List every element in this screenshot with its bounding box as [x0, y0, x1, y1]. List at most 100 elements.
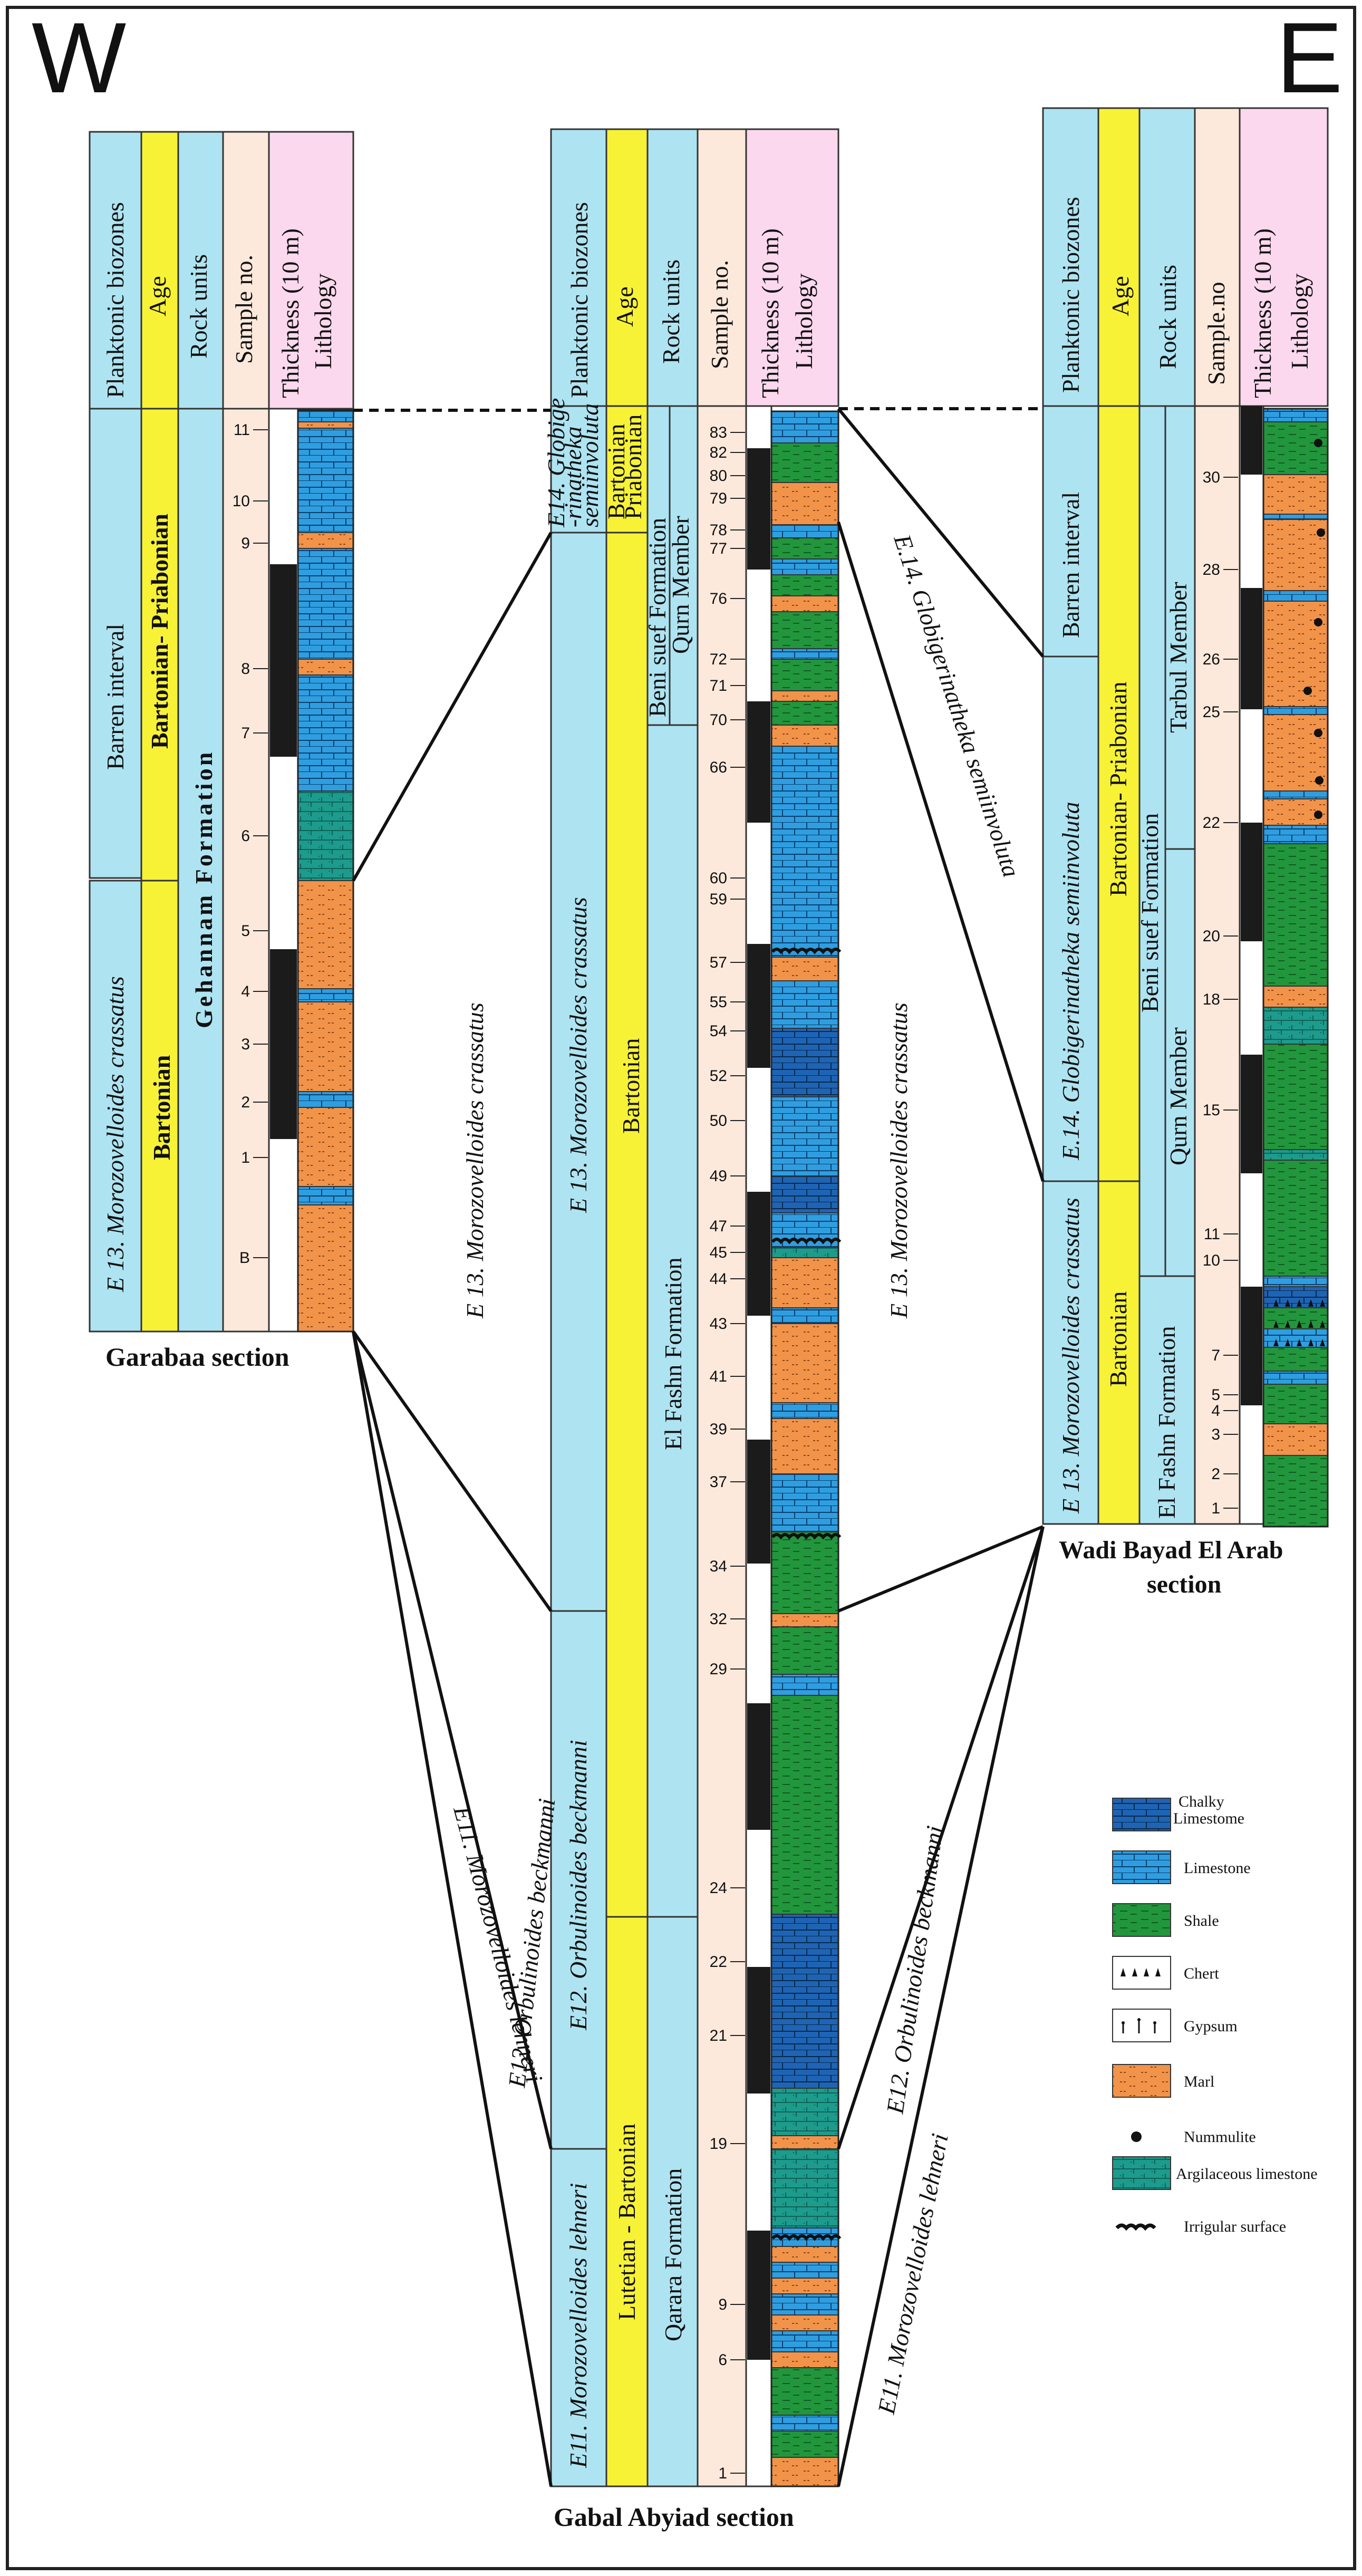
garabaa-title: Garabaa section: [105, 1342, 289, 1372]
garabaa-lithology-column: [297, 409, 354, 1333]
sample-number: 2: [241, 1094, 250, 1111]
shale-bed: [1263, 843, 1328, 987]
wadi-member-qurn: Qurn Member: [1165, 1027, 1192, 1165]
chert-marker: [1297, 1339, 1302, 1346]
sample-number: 49: [710, 1168, 727, 1185]
abyiad-lithology-column: [770, 410, 842, 2487]
marl-bed: [297, 421, 354, 429]
sample-number: 82: [710, 444, 727, 461]
limestone-bed: [771, 2262, 839, 2279]
sample-number: 11: [1204, 1226, 1220, 1243]
sample-number: 26: [1203, 651, 1220, 668]
limestone-swatch-icon: [1112, 1850, 1171, 1884]
abyiad-age-top-line1: Bartonian: [603, 424, 630, 519]
sample-number: 15: [1203, 1102, 1220, 1119]
legend-item-irregular: Irrigular surface: [1115, 2218, 1286, 2235]
limestone-bed: [771, 1674, 839, 1696]
abyiad-zone-e14-line3: semiinvoluta: [576, 403, 603, 527]
sample-number: 4: [1211, 1402, 1220, 1420]
sample-number: 1: [241, 1149, 250, 1166]
shale-bed: [771, 2430, 839, 2458]
sample-number: 7: [241, 725, 250, 742]
shale-bed: [1263, 421, 1328, 475]
correlation-lines: [352, 407, 1045, 2487]
abyiad-age-top-line2: Priabonian: [620, 414, 646, 519]
limestone-bed: [771, 2330, 839, 2352]
wadi-zone-e13: E 13. Morozovelloides crassatus: [1057, 1198, 1084, 1514]
wadi-rock-header: Rock units: [1154, 265, 1181, 369]
shale-bed: [1263, 1160, 1328, 1277]
chert-marker: [1285, 1299, 1290, 1307]
wadi-formation-benisuef: Beni suef Formation: [1136, 813, 1163, 1012]
garabaa-thickness-header: Thickness (10 m): [277, 228, 304, 398]
marl-bed: [297, 532, 354, 549]
legend: ChalkyLimestomeLimestoneShaleChertGypsum…: [1112, 1793, 1318, 2235]
legend-label: Limestome: [1173, 1810, 1244, 1827]
irregular-surface-icon: [1115, 2223, 1156, 2231]
garabaa-age-lower: Bartonian: [148, 1055, 175, 1160]
sample-number: 79: [710, 490, 727, 507]
abyiad-lithology-header: Lithology: [790, 274, 817, 369]
limestone-bed: [1263, 825, 1328, 844]
sample-number: 60: [710, 870, 727, 887]
wadi-lithology-column: [1262, 408, 1329, 1528]
limestone-bed: [1263, 706, 1328, 715]
limestone-bed: [297, 548, 354, 660]
legend-label: Chert: [1184, 1965, 1219, 1982]
sample-number: 5: [1211, 1386, 1220, 1404]
chert-marker: [1320, 1339, 1325, 1346]
abyiad-zone-e12: E12. Orbulinoides beckmanni: [565, 1740, 592, 2031]
shale-bed: [1263, 1384, 1328, 1424]
irregular-surface: [771, 1533, 842, 1540]
abyiad-age-mid: Bartonian: [617, 1038, 644, 1134]
shale-bed: [1263, 1455, 1328, 1527]
marl-bed: [771, 482, 839, 525]
marl-bed: [771, 1257, 839, 1308]
marl-bed: [297, 880, 354, 989]
marl-swatch-icon: [1112, 2064, 1171, 2098]
abyiad-biozones-header: Planktonic biozones: [566, 202, 593, 398]
chalky-swatch-icon: [1112, 1798, 1171, 1831]
argillaceous-limestone-bed: [771, 1247, 839, 1258]
nummulite-icon: [1131, 2131, 1142, 2142]
abyiad-body: E14. Globige -rinatheka semiinvoluta E 1…: [543, 398, 772, 2487]
sample-number: 4: [241, 983, 250, 1000]
marl-bed: [1263, 986, 1328, 1008]
line-e12-base-right: [837, 1526, 1045, 2149]
shale-bed: [771, 1695, 839, 1915]
sample-number: 25: [1203, 703, 1220, 721]
sample-number: 22: [1203, 814, 1220, 832]
limestone-bed: [771, 1096, 839, 1176]
sample-number: 29: [710, 1661, 727, 1678]
chert-marker: [1320, 1320, 1325, 1328]
legend-label: Nummulite: [1184, 2128, 1256, 2146]
column-outline: [297, 409, 354, 1333]
marl-bed: [1263, 601, 1328, 707]
limestone-bed: [771, 980, 839, 1029]
chert-marker: [1273, 1339, 1279, 1346]
sample-number: 34: [710, 1558, 727, 1575]
west-label: W: [32, 2, 126, 114]
limestone-bed: [771, 524, 839, 538]
limestone-bed: [1263, 514, 1328, 520]
argillaceous-limestone-bed: [1263, 1007, 1328, 1045]
wadi-age-upper: Bartonian- Priabonian: [1105, 681, 1132, 896]
line-e12-base-left: [352, 1331, 553, 2149]
limestone-bed: [297, 410, 354, 422]
abyiad-zone-e14-line1: E14. Globige: [543, 398, 569, 528]
chert-marker: [1308, 1339, 1313, 1346]
sample-number: 50: [710, 1112, 727, 1130]
limestone-bed: [1263, 408, 1328, 422]
abyiad-sample-ticks: 8382807978777672717066605957555452504947…: [710, 424, 745, 2482]
line-e14-top-right: [837, 408, 1045, 658]
wadi-age-header: Age: [1107, 276, 1134, 316]
limestone-bed: [297, 988, 354, 1002]
marl-bed: [297, 659, 354, 676]
limestone-bed: [771, 1473, 839, 1532]
sample-number: 28: [1203, 561, 1220, 578]
line-e13-base-right: [837, 1525, 1044, 1613]
limestone-bed: [297, 428, 354, 533]
garabaa-sample-header: Sample no.: [230, 255, 257, 364]
chert-marker: [1297, 1299, 1302, 1307]
sample-number: 80: [710, 467, 727, 485]
